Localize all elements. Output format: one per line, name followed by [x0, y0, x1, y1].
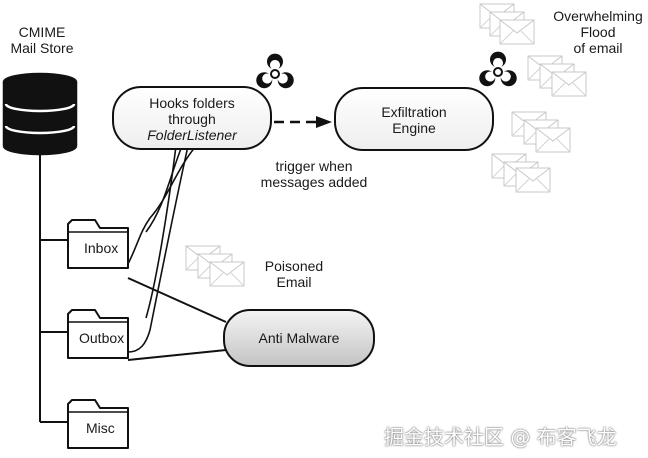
- exfiltration-engine-node: [334, 87, 494, 151]
- flood-label: Overwhelming Flood of email: [548, 8, 648, 56]
- anti-malware-link: [127, 277, 227, 361]
- mail-store-label-line2: Mail Store: [10, 40, 74, 56]
- envelope-icon: [499, 19, 535, 45]
- flood-label-line1: Overwhelming: [553, 8, 643, 24]
- folder-label-misc: Misc: [86, 420, 115, 436]
- watermark-text: 掘金技术社区 @ 布客飞龙: [384, 425, 617, 449]
- hooks-folders-text: Hooks folders through FolderListener: [113, 95, 271, 143]
- trigger-label: trigger when messages added: [244, 158, 384, 190]
- mail-store-label-line1: CMIME: [18, 24, 66, 40]
- anti-malware-text: Anti Malware: [258, 330, 340, 346]
- biohazard-icon: [252, 52, 298, 93]
- exfil-text-line1: Exfiltration: [381, 104, 447, 120]
- hooks-text-line3: FolderListener: [147, 127, 237, 143]
- folder-label-outbox: Outbox: [79, 330, 125, 346]
- hooks-text-line1: Hooks folders: [149, 95, 235, 111]
- anti-malware-node: [223, 309, 375, 367]
- poisoned-emails: [185, 245, 245, 287]
- envelope-icon: [515, 167, 551, 193]
- poisoned-label-line1: Poisoned: [264, 258, 324, 274]
- folder-label-inbox: Inbox: [84, 240, 119, 256]
- exfil-text-line2: Engine: [392, 120, 436, 136]
- database-icon: [2, 72, 78, 156]
- envelope-icon: [209, 261, 245, 287]
- tree-connector: [39, 148, 68, 423]
- flood-label-line2: Flood: [580, 24, 616, 40]
- biohazard-icon: [475, 50, 521, 91]
- trigger-arrow: [274, 116, 332, 128]
- trigger-label-line1: trigger when: [275, 158, 353, 174]
- envelope-icon: [535, 127, 571, 153]
- hook-wire: [127, 145, 197, 353]
- hooks-folders-node: [112, 86, 272, 150]
- poisoned-email-label: Poisoned Email: [254, 258, 334, 290]
- hooks-text-line2: through: [168, 111, 216, 127]
- trigger-label-line2: messages added: [260, 174, 368, 190]
- mail-store-label: CMIME Mail Store: [0, 24, 84, 56]
- envelope-icon: [551, 71, 587, 97]
- poisoned-label-line2: Email: [276, 274, 312, 290]
- flood-label-line3: of email: [573, 40, 623, 56]
- exfiltration-engine-text: Exfiltration Engine: [335, 104, 493, 136]
